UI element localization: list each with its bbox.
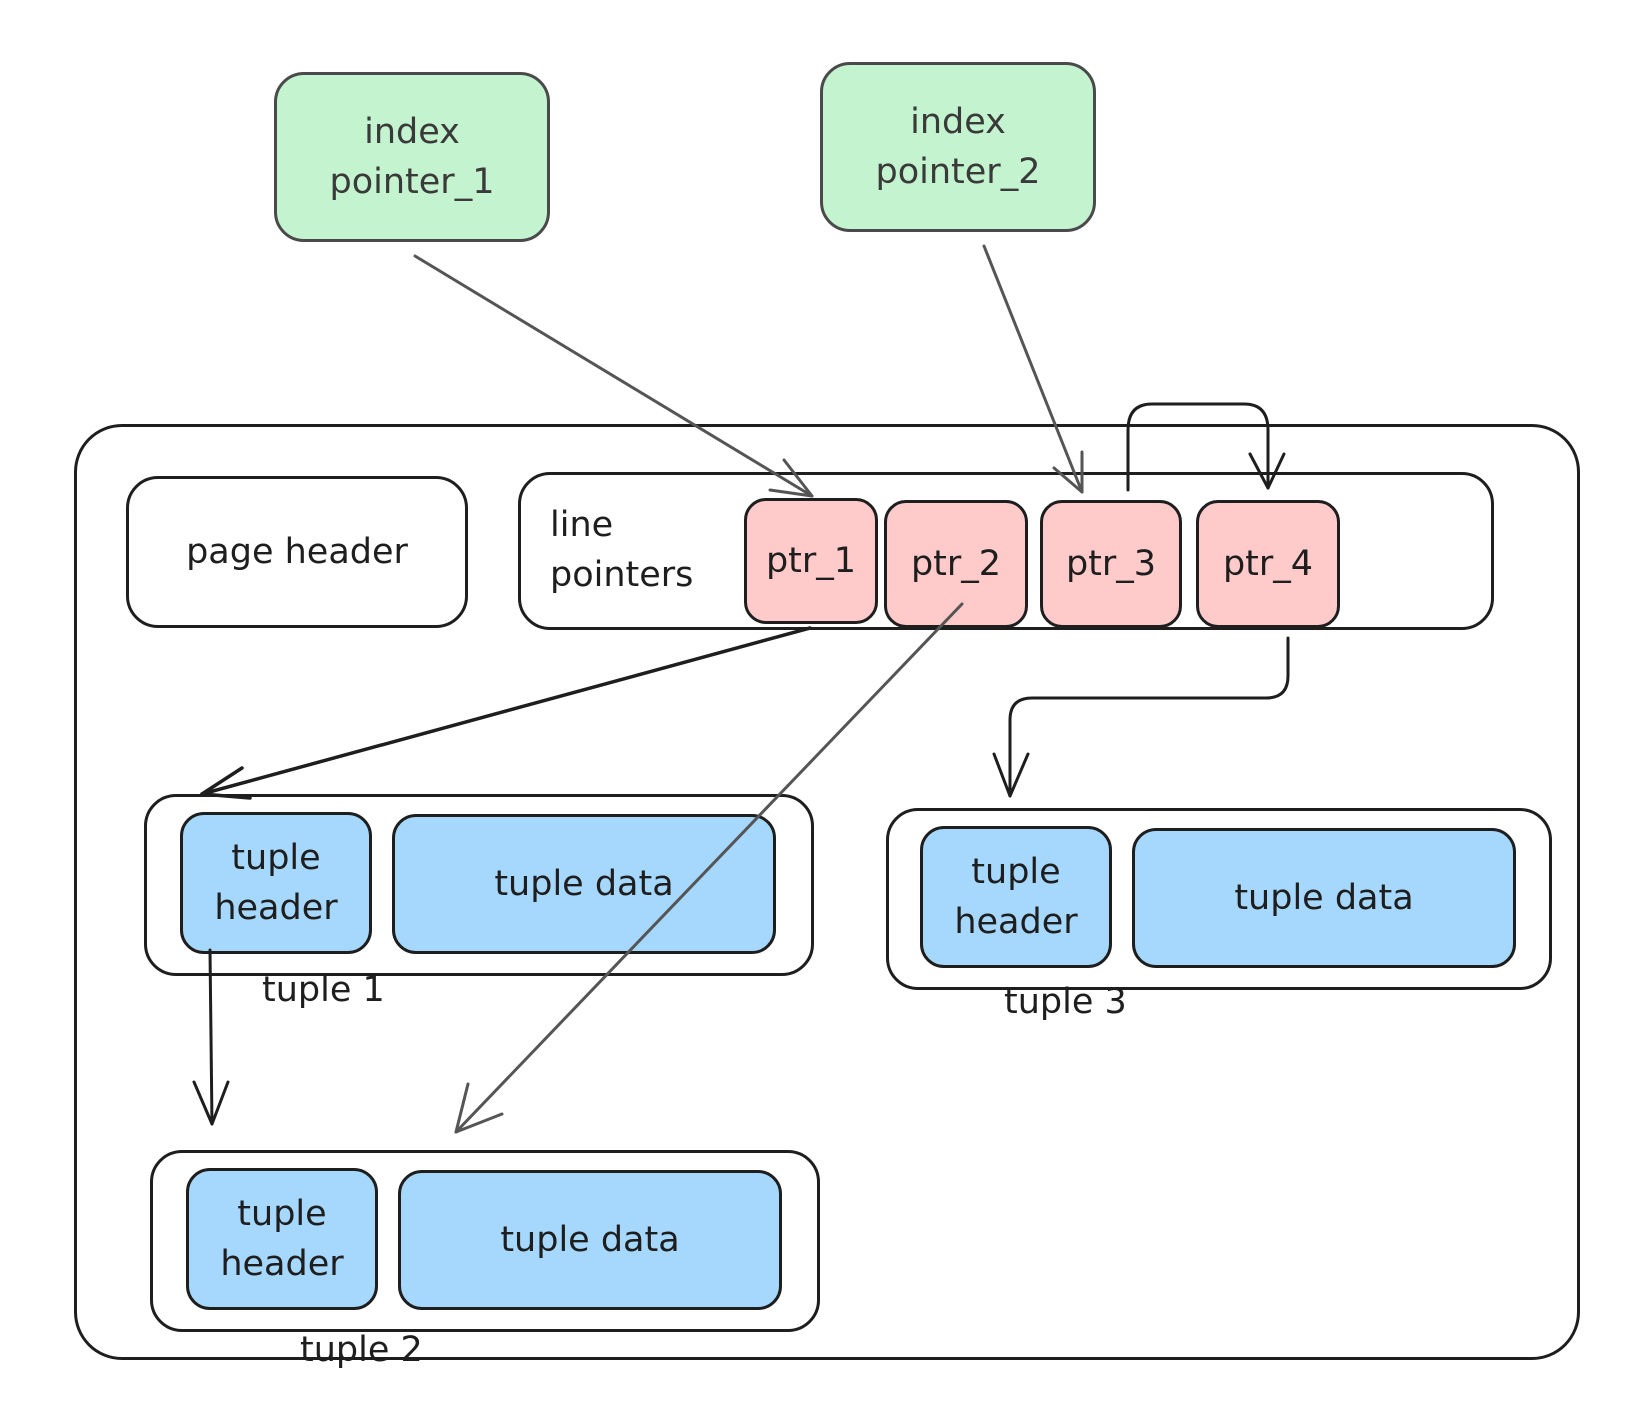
arrowhead-ptr4-to-tuple3 — [992, 752, 1030, 798]
tuple-1-data-label: tuple data — [494, 864, 674, 904]
tuple-2-header-box — [186, 1168, 378, 1310]
arrowhead-index1-to-ptr1 — [768, 458, 814, 498]
tuple-1-header-label: tuple header — [214, 838, 338, 928]
arrowhead-ptr3-to-ptr4 — [1248, 452, 1286, 490]
tuple-1-caption: tuple 1 — [262, 970, 385, 1010]
tuple-1-data-box — [392, 814, 776, 954]
index-pointer-2-label: index pointer_2 — [875, 102, 1041, 192]
arrowhead-index2-to-ptr3 — [1052, 450, 1084, 494]
tuple-1-header-box — [180, 812, 372, 954]
ptr-2-box — [884, 500, 1028, 628]
tuple-2-caption: tuple 2 — [300, 1330, 423, 1370]
arrow-ptr3-to-ptr4 — [1126, 402, 1270, 492]
arrowhead-tuple1-to-tuple2 — [192, 1080, 230, 1126]
index-pointer-1-box — [274, 72, 550, 242]
ptr-4-box — [1196, 500, 1340, 628]
tuple-1-box — [144, 794, 814, 976]
ptr-3-label: ptr_3 — [1065, 544, 1157, 584]
arrow-ptr2-to-tuple2 — [454, 602, 964, 1134]
ptr-2-label: ptr_2 — [910, 544, 1002, 584]
tuple-2-data-box — [398, 1170, 782, 1310]
ptr-1-box — [744, 498, 878, 624]
arrow-index2-to-ptr3 — [982, 244, 1084, 494]
arrow-ptr4-to-tuple3 — [1008, 636, 1290, 798]
page-header-box — [126, 476, 468, 628]
arrow-ptr1-to-tuple1 — [200, 626, 812, 796]
tuple-3-caption: tuple 3 — [1004, 982, 1127, 1022]
tuple-2-data-label: tuple data — [500, 1220, 680, 1260]
index-pointer-2-box — [820, 62, 1096, 232]
arrowhead-ptr2-to-tuple2 — [454, 1082, 504, 1134]
tuple-3-header-box — [920, 826, 1112, 968]
index-pointer-1-label: index pointer_1 — [329, 112, 495, 202]
tuple-3-data-label: tuple data — [1234, 878, 1414, 918]
heap-page-box — [74, 424, 1580, 1360]
tuple-2-header-label: tuple header — [220, 1194, 344, 1284]
line-pointers-box — [518, 472, 1494, 630]
arrow-index1-to-ptr1 — [413, 254, 814, 498]
tuple-2-box — [150, 1150, 820, 1332]
ptr-3-box — [1040, 500, 1182, 628]
ptr-4-label: ptr_4 — [1222, 544, 1314, 584]
tuple-3-box — [886, 808, 1552, 990]
arrowhead-ptr1-to-tuple1 — [200, 766, 252, 800]
line-pointers-label: line pointers — [550, 505, 694, 595]
arrow-tuple1-to-tuple2 — [208, 948, 214, 1126]
tuple-3-data-box — [1132, 828, 1516, 968]
page-header-label: page header — [186, 532, 408, 572]
ptr-1-label: ptr_1 — [765, 541, 857, 581]
tuple-3-header-label: tuple header — [954, 852, 1078, 942]
